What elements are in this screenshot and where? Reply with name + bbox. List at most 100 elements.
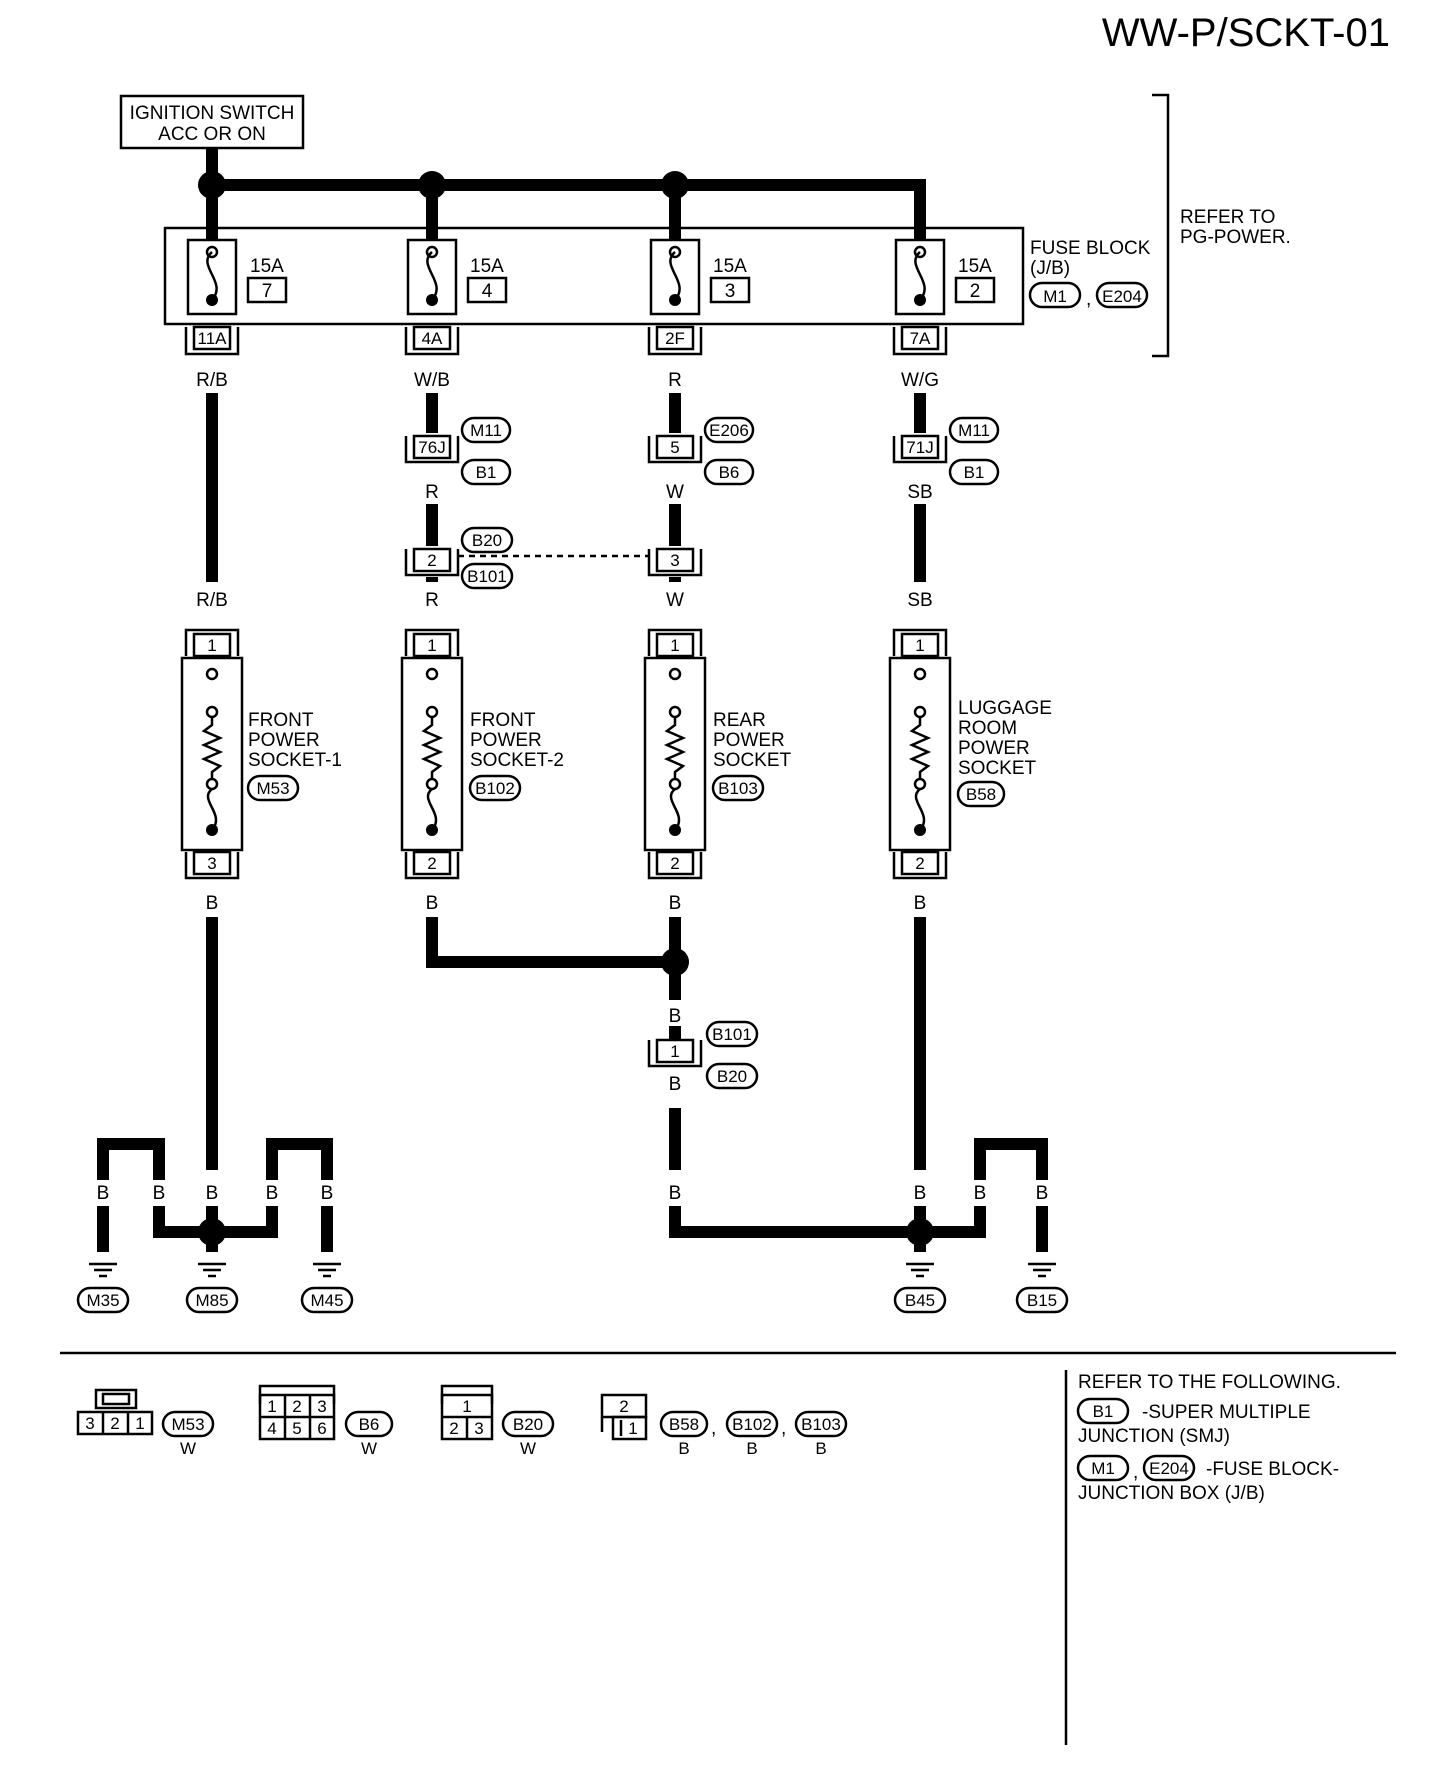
junction2: 2 3 B20 B101 (404, 526, 703, 590)
refer-item1-conn: B1 (1093, 1402, 1114, 1421)
socket1-pin-top: 1 (207, 636, 216, 655)
socket2-pin-top: 1 (427, 636, 436, 655)
fuse-terminals: 11A 4A 2F 7A (184, 325, 948, 356)
j1-conn-b6: B6 (719, 463, 740, 482)
fuse-2-number: 2 (970, 281, 981, 302)
refer-item1-text2: JUNCTION (SMJ) (1078, 1426, 1230, 1447)
wire-label-b-s1: B (206, 893, 219, 914)
wire-label-wg: W/G (901, 370, 939, 391)
wire-label-w-bot: W (666, 590, 684, 611)
legend-m53-pin-1: 1 (135, 1414, 144, 1433)
socket1-conn: M53 (256, 779, 289, 798)
gnd-wire-label-2: B (153, 1183, 166, 1204)
fuse-block-conn-e204: E204 (1102, 287, 1142, 306)
ground-symbol-m85: M85 (185, 1262, 239, 1314)
j1-conn-m11-a: M11 (470, 421, 502, 440)
fuse-7-amps: 15A (250, 256, 284, 277)
legend-b20-pin-2: 2 (449, 1419, 458, 1438)
j3-wire-in: B (669, 1006, 682, 1027)
socket4-conn: B58 (966, 785, 996, 804)
legend-m53-conn: M53 (171, 1415, 204, 1434)
socket2-line2: POWER (470, 730, 542, 751)
rear-power-socket: 1 2 REAR POWER SOCKET B103 (643, 628, 792, 880)
j3-conn-b20: B20 (717, 1067, 747, 1086)
legend-m53-color: W (180, 1439, 196, 1458)
socket2-conn: B102 (475, 779, 515, 798)
diagram-id: WW-P/SCKT-01 (1102, 11, 1390, 55)
terminal-4a: 4A (422, 329, 443, 348)
gnd-wire-label-8: B (974, 1183, 987, 1204)
legend-m53: 3 2 1 M53 W (76, 1388, 215, 1458)
socket4-pin-bot: 2 (915, 854, 924, 873)
legend-b102-color: B (746, 1439, 757, 1458)
wire-label-b-s2: B (426, 893, 439, 914)
fuse-block-conn-m1: M1 (1043, 287, 1067, 306)
refer-heading: REFER TO THE FOLLOWING. (1078, 1372, 1341, 1393)
ignition-line2: ACC OR ON (158, 124, 266, 145)
gnd-wire-label-3: B (206, 1183, 219, 1204)
fuse-4: 15A 4 (406, 238, 508, 316)
legend-b58-pin-1: 1 (628, 1419, 637, 1438)
wire-label-r-bot: R (425, 590, 439, 611)
j1-conn-e206: E206 (709, 421, 749, 440)
front-power-socket-1: 1 3 FRONT POWER SOCKET-1 M53 (180, 628, 342, 880)
refer-power-bracket: REFER TO PG-POWER. (1152, 93, 1291, 358)
legend-b6-pin-3: 3 (317, 1397, 326, 1416)
ground-symbol-m35: M35 (76, 1262, 130, 1314)
legend-b58-color: B (678, 1439, 689, 1458)
ground-m85: M85 (195, 1291, 228, 1310)
socket2-line1: FRONT (470, 710, 536, 731)
j1-pin-71j: 71J (906, 438, 933, 457)
legend-b102-conn: B102 (732, 1415, 772, 1434)
gnd-wire-label-6: B (669, 1183, 682, 1204)
socket4-pin-top: 1 (915, 636, 924, 655)
ground-m45: M45 (310, 1291, 343, 1310)
ignition-line1: IGNITION SWITCH (130, 103, 295, 124)
fuse-4-amps: 15A (470, 256, 504, 277)
socket4-line3: POWER (958, 738, 1030, 759)
wire-label-w-mid: W (666, 482, 684, 503)
fuses: 15A 7 15A 4 15A 3 15A (186, 238, 996, 316)
refer-following: REFER TO THE FOLLOWING. B1 -SUPER MULTIP… (1076, 1372, 1341, 1504)
fuse-2-amps: 15A (958, 256, 992, 277)
legend-b58-sep1: , (711, 1418, 716, 1439)
legend-b6: 1 2 3 4 5 6 B6 W (258, 1384, 394, 1458)
legend-b58-sep2: , (781, 1418, 786, 1439)
legend-b6-pin-6: 6 (317, 1419, 326, 1438)
socket1-line1: FRONT (248, 710, 314, 731)
j1-conn-b1-a: B1 (476, 463, 497, 482)
socket3-line1: REAR (713, 710, 766, 731)
legend-b20: 1 2 3 B20 W (440, 1384, 555, 1458)
j3-pin: 1 (670, 1042, 679, 1061)
sockets: 1 3 FRONT POWER SOCKET-1 M53 1 (180, 628, 1052, 880)
gnd-wire-label-7: B (914, 1183, 927, 1204)
gnd-wire-label-1: B (97, 1183, 110, 1204)
j3-conn-b101: B101 (712, 1025, 752, 1044)
ground-b15: B15 (1027, 1291, 1057, 1310)
socket1-pin-bot: 3 (207, 854, 216, 873)
gnd-wire-label-9: B (1036, 1183, 1049, 1204)
ground-m35: M35 (86, 1291, 119, 1310)
legend-b6-pin-2: 2 (292, 1397, 301, 1416)
fuse-3-number: 3 (725, 281, 736, 302)
wire-label-rb-bot: R/B (196, 590, 228, 611)
ground-symbol-b15: B15 (1015, 1262, 1069, 1314)
ground-symbol-m45: M45 (300, 1262, 354, 1314)
left-ground-network: B B B B B (90, 1138, 340, 1252)
legend-m53-pin-2: 2 (110, 1414, 119, 1433)
wire-label-sb-bot: SB (907, 590, 932, 611)
refer-item1-text1: -SUPER MULTIPLE (1142, 1402, 1311, 1423)
refer-item2-conn-m1: M1 (1091, 1459, 1115, 1478)
gnd-wire-label-4: B (266, 1183, 279, 1204)
socket3-pin-bot: 2 (670, 854, 679, 873)
terminal-2f: 2F (665, 329, 685, 348)
legend-b103-conn: B103 (801, 1415, 841, 1434)
fuse-block-line1: FUSE BLOCK (1030, 238, 1151, 259)
socket4-line1: LUGGAGE (958, 698, 1052, 719)
legend-b6-conn: B6 (359, 1415, 380, 1434)
refer-item2-conn-e204: E204 (1149, 1459, 1189, 1478)
ignition-switch: IGNITION SWITCH ACC OR ON (119, 94, 305, 150)
socket4-line2: ROOM (958, 718, 1017, 739)
junction1-col4: 71J M11 B1 (892, 416, 1000, 486)
fuse-block-line2: (J/B) (1030, 258, 1070, 279)
